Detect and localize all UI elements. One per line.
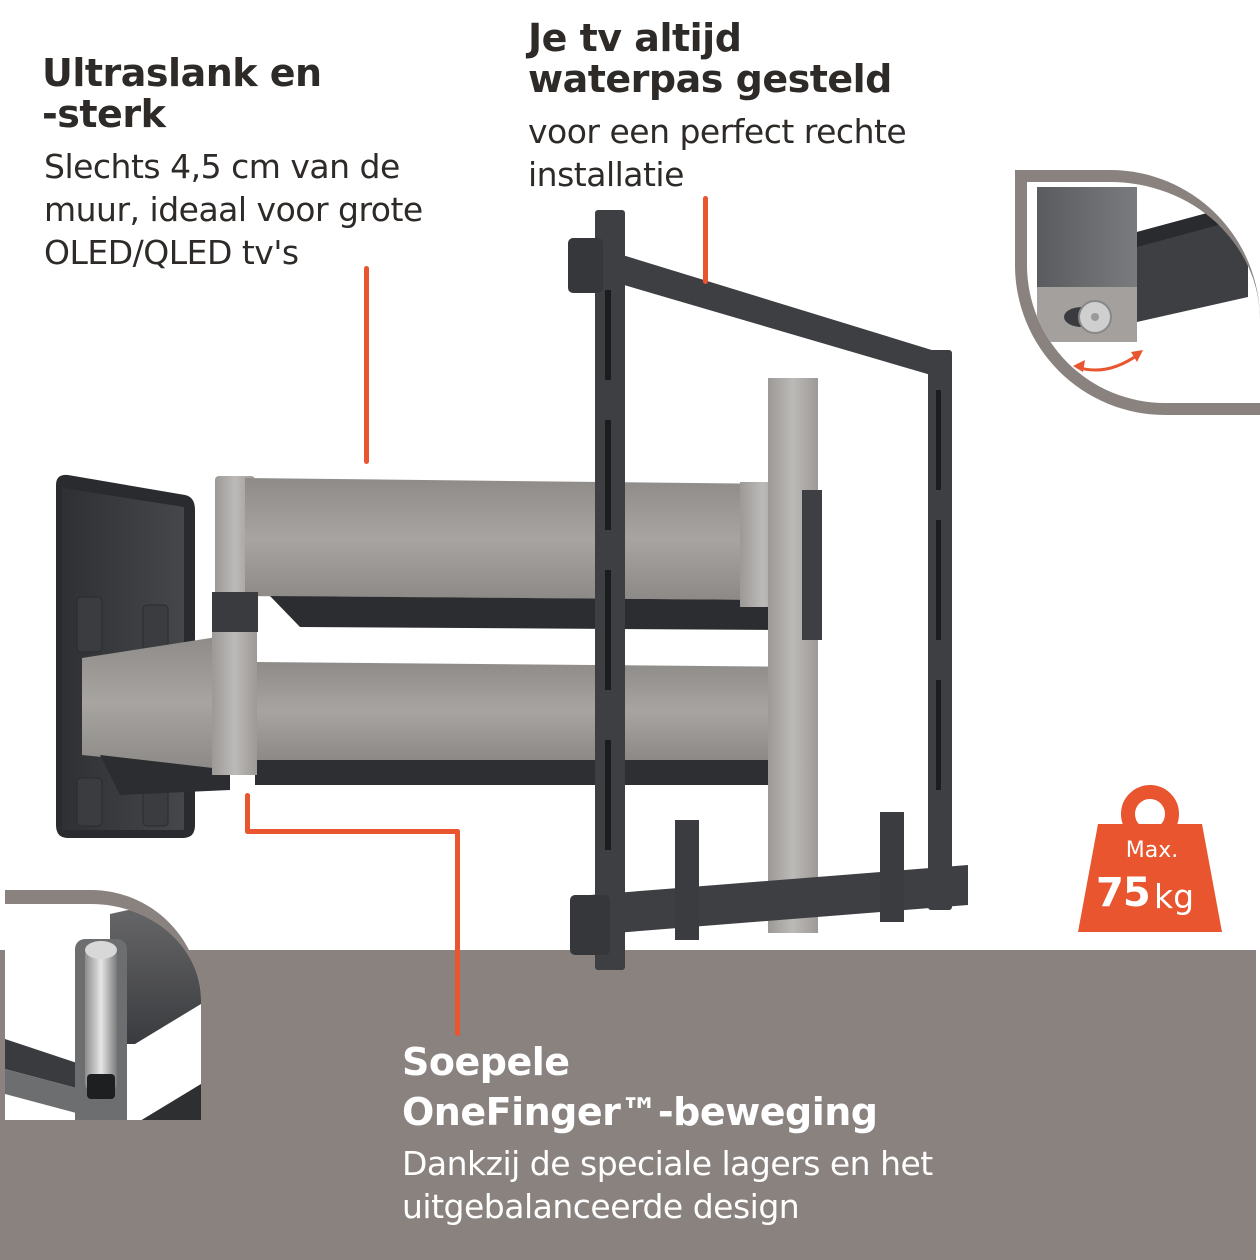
- tv-bracket-frame: [568, 210, 968, 970]
- feature-motion-title: Soepele OneFinger™-beweging: [402, 1037, 878, 1137]
- weight-unit: kg: [1154, 877, 1195, 916]
- upper-arm: [212, 476, 785, 632]
- feature-slim-title: Ultraslank en -sterk: [42, 51, 322, 137]
- weight-icon: [1078, 785, 1222, 932]
- callout-line-slim: [364, 266, 369, 464]
- feature-slim-title-line1: Ultraslank en: [42, 51, 322, 95]
- feature-motion-desc-line2: uitgebalanceerde design: [402, 1187, 800, 1226]
- feature-slim-description: Slechts 4,5 cm van de muur, ideaal voor …: [44, 145, 423, 274]
- weight-max-label: Max.: [1125, 838, 1179, 863]
- callout-line-motion-c: [455, 829, 460, 1036]
- feature-level-title-line1: Je tv altijd: [528, 16, 742, 60]
- feature-level-title: Je tv altijd waterpas gesteld: [528, 16, 892, 102]
- feature-slim-desc-line3: OLED/QLED tv's: [44, 233, 299, 272]
- feature-slim-desc-line2: muur, ideaal voor grote: [44, 190, 423, 229]
- bearing-detail-inset: [5, 890, 201, 1120]
- callout-line-motion-a: [245, 793, 250, 833]
- feature-motion-title-line2: OneFinger™-beweging: [402, 1090, 878, 1134]
- feature-slim-title-line2: -sterk: [42, 92, 166, 137]
- feature-motion-title-line1: Soepele: [402, 1040, 570, 1084]
- callout-line-motion-b: [245, 829, 460, 834]
- feature-level-title-line2: waterpas gesteld: [528, 57, 892, 102]
- feature-motion-desc-line1: Dankzij de speciale lagers en het: [402, 1144, 933, 1183]
- feature-level-description: voor een perfect rechte installatie: [528, 110, 907, 196]
- callout-line-level: [703, 196, 708, 284]
- bottom-band: [0, 950, 1256, 1260]
- feature-slim-desc-line1: Slechts 4,5 cm van de: [44, 147, 400, 186]
- feature-motion-description: Dankzij de speciale lagers en het uitgeb…: [402, 1142, 933, 1228]
- weight-value: 75: [1096, 870, 1151, 916]
- feature-level-desc-line1: voor een perfect rechte: [528, 112, 907, 151]
- level-adjust-illustration: [1037, 187, 1248, 372]
- lower-arm: [82, 630, 812, 795]
- feature-level-desc-line2: installatie: [528, 155, 684, 194]
